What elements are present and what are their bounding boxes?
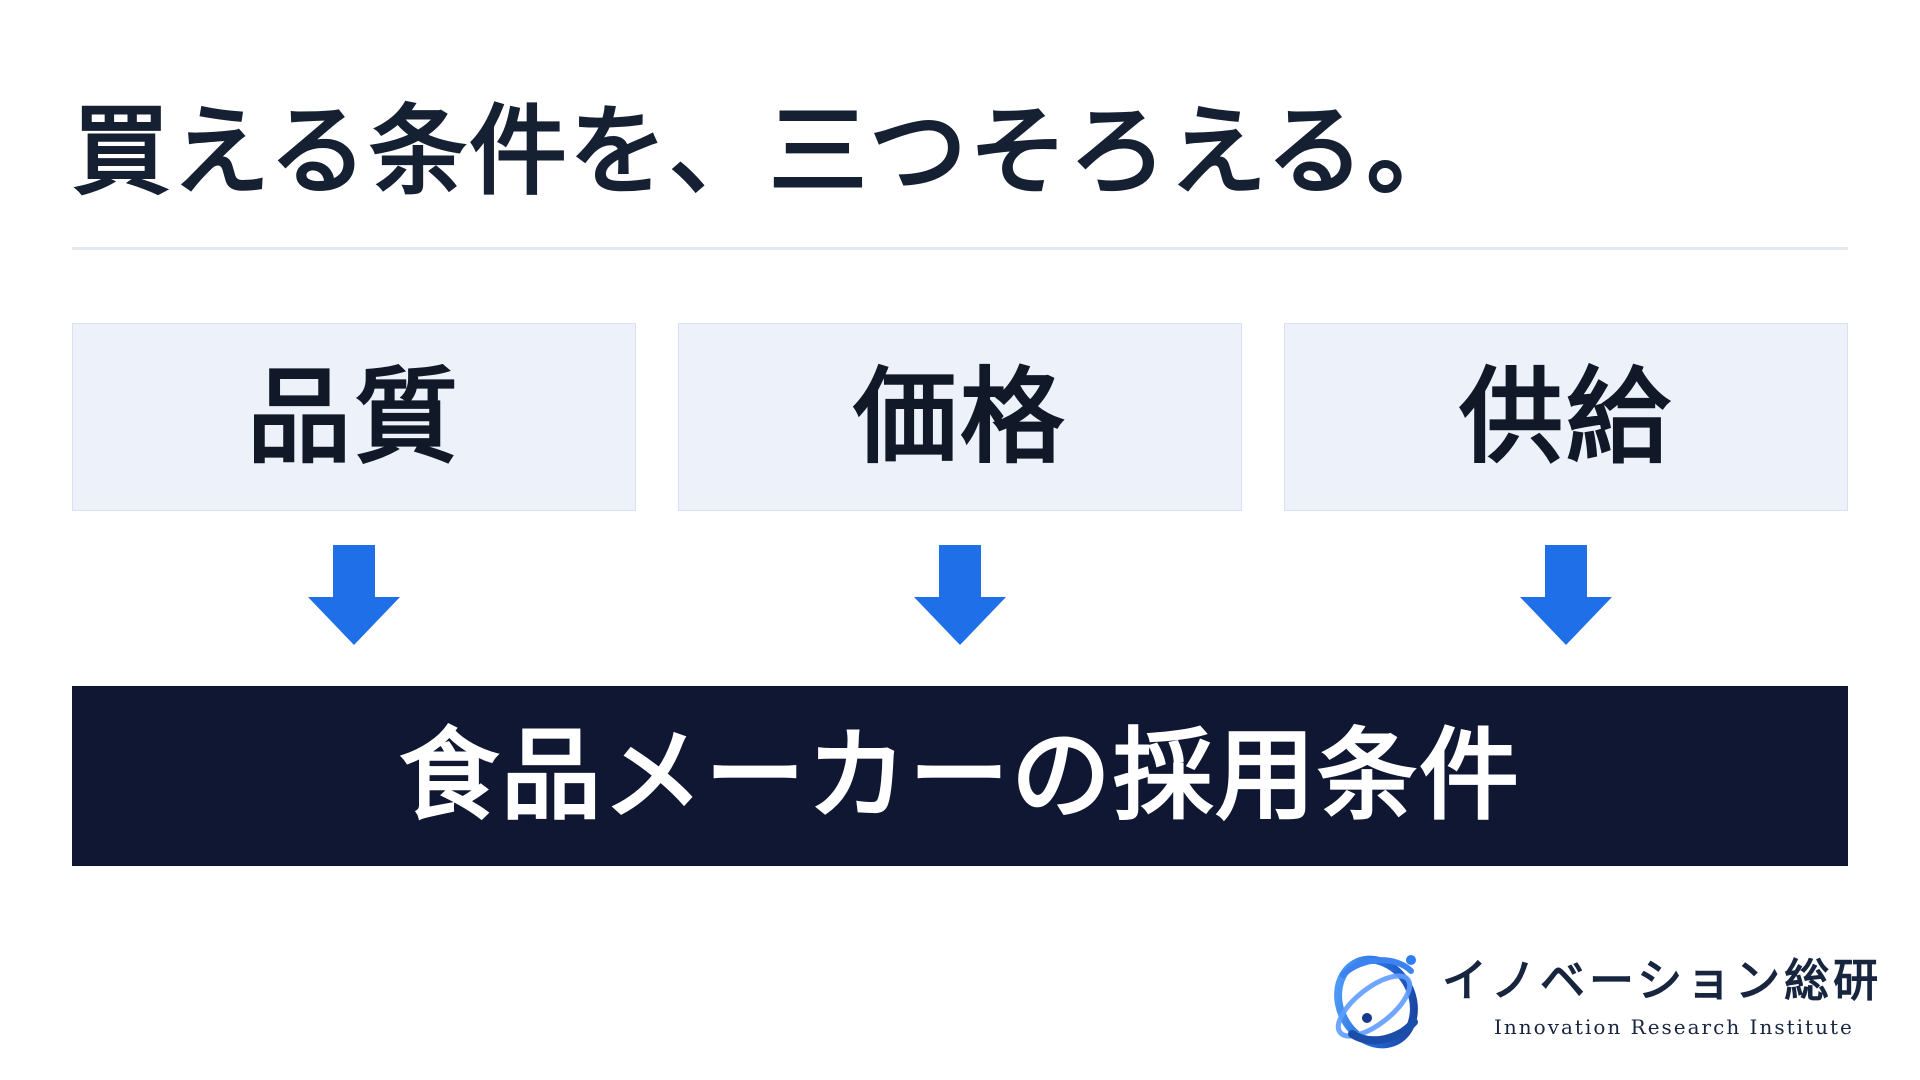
arrow-down-icon: [914, 545, 1006, 645]
logo-japanese-name: イノベーション総研: [1442, 954, 1883, 1007]
globe-orbit-icon: [1334, 955, 1418, 1049]
condition-label-price: 価格: [852, 356, 1067, 478]
condition-card-quality: 品質: [72, 323, 636, 511]
title-divider: [72, 247, 1848, 250]
arrow-down-icon: [1520, 545, 1612, 645]
slide-title: 買える条件を、三つそろえる。: [72, 95, 1467, 209]
condition-label-quality: 品質: [246, 356, 461, 478]
result-label: 食品メーカーの採用条件: [399, 717, 1521, 834]
result-banner: 食品メーカーの採用条件: [72, 686, 1848, 866]
condition-card-price: 価格: [678, 323, 1242, 511]
logo-english-name: Innovation Research Institute: [1494, 1015, 1854, 1039]
arrow-down-icon: [308, 545, 400, 645]
company-logo: イノベーション総研 Innovation Research Institute: [1326, 944, 1886, 1056]
condition-card-supply: 供給: [1284, 323, 1848, 511]
condition-label-supply: 供給: [1458, 356, 1673, 478]
